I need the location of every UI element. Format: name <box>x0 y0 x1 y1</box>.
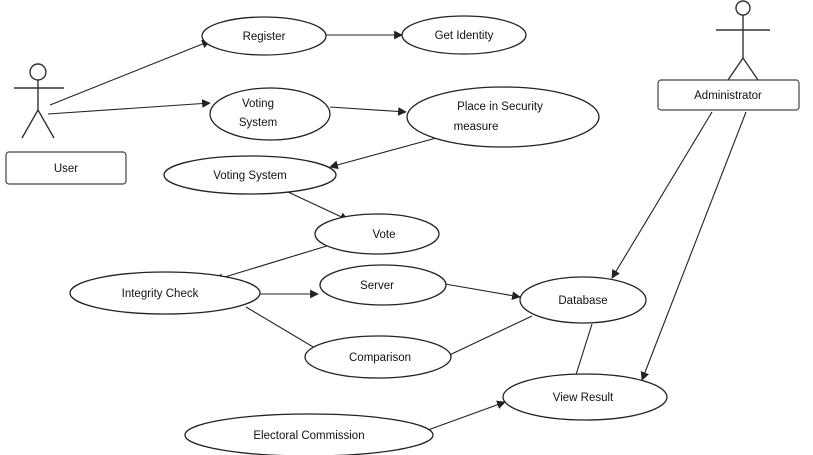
edge-voting-security <box>329 106 407 116</box>
edge-admin-database <box>611 111 713 279</box>
comparison-label: Comparison <box>349 352 411 364</box>
edge-admin-view-result <box>640 111 747 381</box>
voting-system-1-label-line2: System <box>239 117 277 129</box>
server-label: Server <box>360 280 394 292</box>
administrator-label-box <box>657 79 800 111</box>
edge-server-database <box>444 283 521 300</box>
use-case-integrity-check: Integrity Check <box>69 271 261 315</box>
edge-voting-system-vote <box>287 191 349 221</box>
electoral-commission-label: Electoral Commission <box>253 430 364 442</box>
use-case-comparison: Comparison <box>304 335 452 379</box>
use-case-server: Server <box>319 264 447 306</box>
use-case-vote: Vote <box>314 213 440 255</box>
use-case-voting-system-2: Voting System <box>163 155 337 195</box>
use-case-register: Register <box>201 16 327 56</box>
edge-vote-integrity <box>214 244 331 282</box>
use-case-place-in-security-measure: Place in Security measure <box>406 86 600 148</box>
user-stick-figure <box>14 63 64 139</box>
edge-electoral-view-result <box>427 400 506 431</box>
view-result-label: View Result <box>553 392 614 404</box>
use-case-electoral-commission: Electoral Commission <box>184 413 434 455</box>
connectors <box>47 30 747 431</box>
edge-database-view-result <box>573 323 593 382</box>
administrator-stick-figure <box>716 0 770 81</box>
user-label-box <box>5 151 127 185</box>
user-label: User <box>54 163 78 175</box>
integrity-check-label: Integrity Check <box>122 288 199 300</box>
security-label-line2: measure <box>454 121 499 133</box>
voting-system-2-label: Voting System <box>213 170 287 182</box>
database-label: Database <box>558 295 607 307</box>
use-case-get-identity: Get Identity <box>401 15 527 55</box>
register-label: Register <box>243 31 286 43</box>
use-case-voting-system-1: Voting System <box>209 87 331 141</box>
edge-user-voting-system <box>47 99 211 115</box>
voting-system-1-label-line1: Voting <box>242 98 274 110</box>
user-actor: User <box>5 63 127 185</box>
get-identity-label: Get Identity <box>435 30 494 42</box>
edge-user-register <box>49 39 211 106</box>
edge-database-comparison <box>440 315 533 360</box>
use-case-database: Database <box>519 276 647 324</box>
administrator-label: Administrator <box>694 90 762 102</box>
administrator-actor: Administrator <box>657 0 800 111</box>
vote-label: Vote <box>372 229 395 241</box>
use-case-view-result: View Result <box>502 373 668 421</box>
security-label-line1: Place in Security <box>457 101 543 113</box>
edge-security-voting-system <box>329 136 441 170</box>
